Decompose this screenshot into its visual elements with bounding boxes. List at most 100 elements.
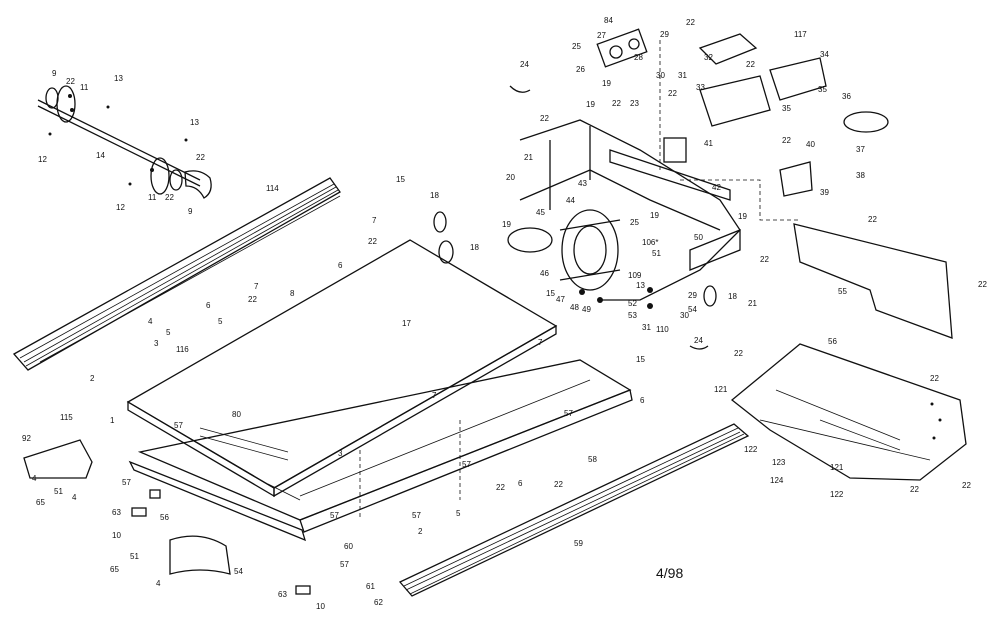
part-label: 17 xyxy=(402,319,411,328)
part-label: 21 xyxy=(524,153,533,162)
part-label: 22 xyxy=(686,18,695,27)
part-label: 122 xyxy=(830,490,844,499)
part-label: 38 xyxy=(856,171,865,180)
part-label: 7 xyxy=(372,216,377,225)
part-label: 22 xyxy=(612,99,621,108)
part-label: 92 xyxy=(22,434,31,443)
part-label: 24 xyxy=(694,336,703,345)
part-label: 54 xyxy=(688,305,697,314)
part-label: 30 xyxy=(680,311,689,320)
part-label: 4 xyxy=(72,493,77,502)
part-label: 45 xyxy=(536,208,545,217)
part-label: 63 xyxy=(112,508,121,517)
part-label: 4 xyxy=(156,579,161,588)
part-label: 123 xyxy=(772,458,786,467)
part-label: 14 xyxy=(96,151,105,160)
part-label: 51 xyxy=(54,487,63,496)
part-label: 6 xyxy=(338,261,343,270)
part-label: 13 xyxy=(190,118,199,127)
part-label: 18 xyxy=(728,292,737,301)
part-label: 51 xyxy=(652,249,661,258)
part-label: 5 xyxy=(218,317,223,326)
part-label: 43 xyxy=(578,179,587,188)
part-label: 22 xyxy=(962,481,971,490)
part-label: 52 xyxy=(628,299,637,308)
part-label: 10 xyxy=(112,531,121,540)
part-label: 7 xyxy=(254,282,259,291)
part-label: 22 xyxy=(930,374,939,383)
part-label: 57 xyxy=(330,511,339,520)
part-label: 15 xyxy=(546,289,555,298)
part-label: 7 xyxy=(432,391,437,400)
part-label: 22 xyxy=(165,193,174,202)
part-label: 37 xyxy=(856,145,865,154)
part-label: 22 xyxy=(554,480,563,489)
part-label: 114 xyxy=(266,184,279,193)
part-label: 24 xyxy=(520,60,529,69)
part-label: 21 xyxy=(748,299,757,308)
part-label: 25 xyxy=(630,218,639,227)
part-label: 47 xyxy=(556,295,565,304)
part-label: 62 xyxy=(374,598,383,607)
part-label: 56 xyxy=(160,513,169,522)
part-label: 22 xyxy=(66,77,75,86)
part-label: 33 xyxy=(696,83,705,92)
part-label: 22 xyxy=(978,280,987,289)
part-label: 2 xyxy=(418,527,423,536)
part-label: 6 xyxy=(206,301,211,310)
motor-frame xyxy=(433,40,800,309)
part-label: 25 xyxy=(572,42,581,51)
rear-end-cap xyxy=(23,439,311,595)
part-label: 65 xyxy=(36,498,45,507)
part-label: 34 xyxy=(820,50,829,59)
part-label: 4 xyxy=(32,474,37,483)
part-label: 3 xyxy=(338,449,343,458)
part-label: 110 xyxy=(656,325,669,334)
part-label: 19 xyxy=(586,100,595,109)
part-label: 20 xyxy=(506,173,515,182)
part-label: 35 xyxy=(782,104,791,113)
part-label: 31 xyxy=(642,323,651,332)
part-label: 58 xyxy=(588,455,597,464)
part-label: 57 xyxy=(174,421,183,430)
part-label: 10 xyxy=(316,602,325,611)
part-label: 48 xyxy=(570,303,579,312)
part-label: 30 xyxy=(656,71,665,80)
part-label: 22 xyxy=(368,237,377,246)
part-label: 19 xyxy=(602,79,611,88)
part-label: 116 xyxy=(176,345,189,354)
part-label: 11 xyxy=(148,193,157,202)
part-label: 23 xyxy=(630,99,639,108)
part-label: 29 xyxy=(660,30,669,39)
part-label: 22 xyxy=(746,60,755,69)
part-label: 12 xyxy=(116,203,125,212)
part-label: 22 xyxy=(910,485,919,494)
part-label: 59 xyxy=(574,539,583,548)
part-label: 8 xyxy=(290,289,295,298)
part-label: 4 xyxy=(148,317,153,326)
part-label: 29 xyxy=(688,291,697,300)
part-label: 19 xyxy=(502,220,511,229)
part-label: 22 xyxy=(734,349,743,358)
callout-labels: 9 22 11 13 12 14 13 12 11 22 9 22 114 84… xyxy=(22,16,987,611)
side-rail-right xyxy=(398,423,750,597)
part-label: 15 xyxy=(396,175,405,184)
part-label: 18 xyxy=(430,191,439,200)
part-label: 39 xyxy=(820,188,829,197)
part-label: 61 xyxy=(366,582,375,591)
part-label: 31 xyxy=(678,71,687,80)
part-label: 19 xyxy=(738,212,747,221)
part-label: 117 xyxy=(794,30,807,39)
part-label: 55 xyxy=(838,287,847,296)
part-label: 11 xyxy=(80,83,89,92)
part-label: 49 xyxy=(582,305,591,314)
part-label: 5 xyxy=(456,509,461,518)
footer-date: 4/98 xyxy=(656,565,683,581)
part-label: 109 xyxy=(628,271,642,280)
part-label: 13 xyxy=(114,74,123,83)
part-label: 22 xyxy=(248,295,257,304)
part-label: 15 xyxy=(636,355,645,364)
part-label: 54 xyxy=(234,567,243,576)
part-label: 44 xyxy=(566,196,575,205)
